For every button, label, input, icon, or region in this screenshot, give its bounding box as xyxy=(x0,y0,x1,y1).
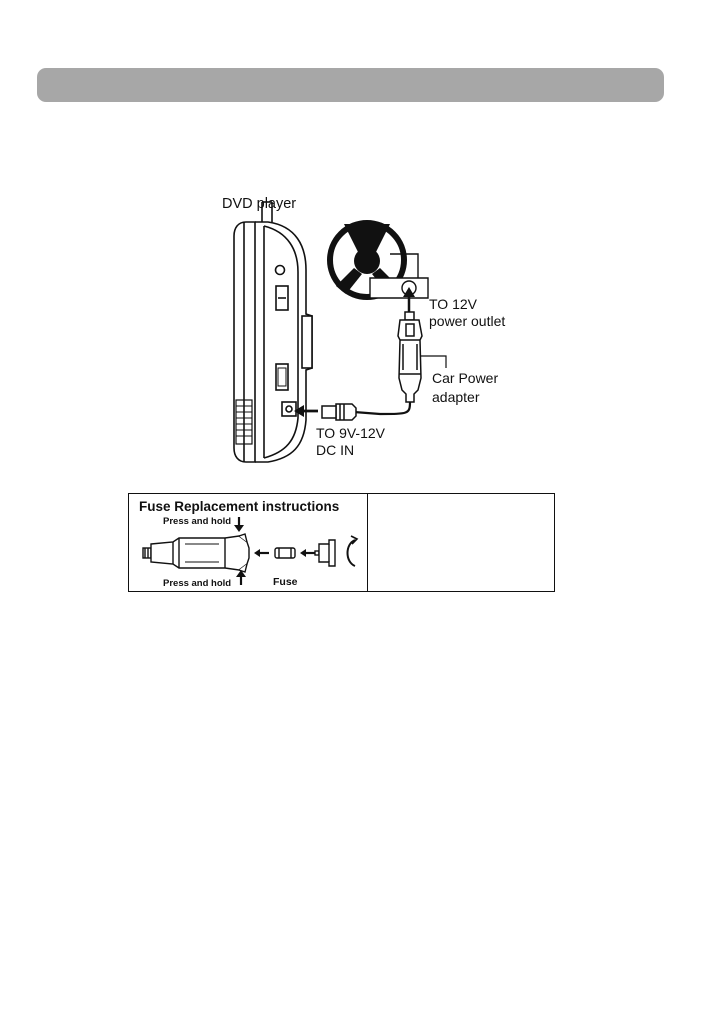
label-to-12v: TO 12V xyxy=(429,296,477,312)
label-dvd-player: DVD player xyxy=(222,196,296,212)
fuse-panel-blank-area xyxy=(368,494,554,591)
fuse-icon xyxy=(275,548,295,558)
dvd-player-icon xyxy=(234,202,312,462)
fuse-diagram xyxy=(129,494,368,593)
power-cable xyxy=(354,402,410,414)
rotate-arrow-icon xyxy=(348,536,358,566)
arrow-left-icon xyxy=(300,549,315,557)
fuse-instructions-illustration: Fuse Replacement instructions Press and … xyxy=(129,494,368,591)
arrow-down-icon xyxy=(234,517,244,532)
label-dc-in: DC IN xyxy=(316,442,354,458)
label-power-outlet: power outlet xyxy=(429,313,505,329)
car-adapter-plug-icon xyxy=(398,312,422,402)
label-adapter: adapter xyxy=(432,389,479,405)
fuse-cap-icon xyxy=(315,540,335,566)
arrow-left-icon xyxy=(254,549,269,557)
dc-plug-icon xyxy=(322,404,356,420)
label-to-dc-voltage: TO 9V-12V xyxy=(316,425,385,441)
car-adapter-horizontal-icon xyxy=(143,534,249,572)
fuse-replacement-panel: Fuse Replacement instructions Press and … xyxy=(128,493,555,592)
label-car-power: Car Power xyxy=(432,370,498,386)
